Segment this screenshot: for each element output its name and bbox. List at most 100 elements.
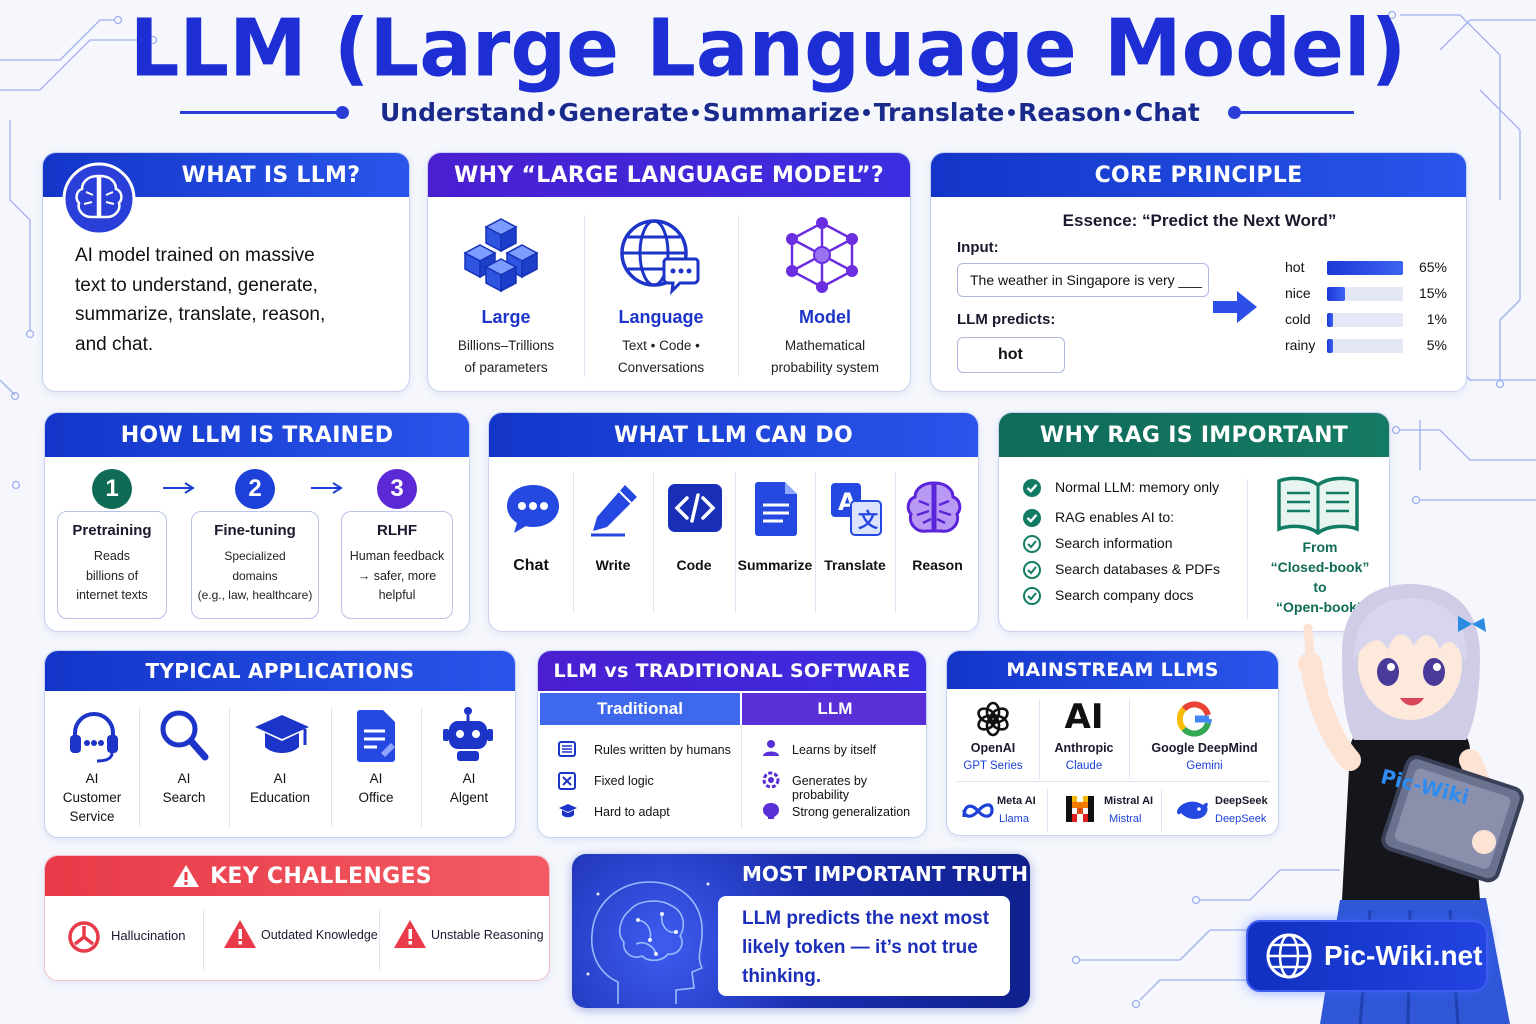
check-icon	[1023, 509, 1041, 527]
can-do-heading: WHAT LLM CAN DO	[489, 413, 978, 457]
hallucination-icon	[68, 921, 100, 953]
graduation-cap-icon	[255, 715, 309, 753]
traditional-point: Hard to adapt	[594, 805, 670, 819]
can-do-label: Write	[595, 557, 631, 573]
challenges-card: KEY CHALLENGES Hallucination Outdated Kn…	[44, 855, 550, 981]
subtitle-item: Generate	[558, 97, 689, 127]
why-item-title: Large	[481, 307, 531, 327]
essence-text: Essence: “Predict the Next Word”	[1062, 211, 1337, 230]
warning-icon	[173, 865, 200, 887]
llm-point: Strong generalization	[792, 805, 911, 819]
input-label: Input:	[957, 239, 999, 256]
model-sub: DeepSeek	[1215, 813, 1267, 825]
model-sub: Claude	[1065, 760, 1103, 772]
truth-text: LLM predicts the next most likely token …	[742, 904, 989, 991]
fixed-logic-icon	[558, 772, 576, 790]
truth-card: MOST IMPORTANT TRUTH LLM predicts the ne…	[572, 854, 1030, 1008]
predicts-label: LLM predicts:	[957, 311, 1056, 328]
site-name: Pic-Wiki.net	[1324, 940, 1483, 971]
application-line: Service	[69, 809, 115, 824]
core-principle-card: CORE PRINCIPLE Essence: “Predict the Nex…	[930, 152, 1467, 392]
step-title: Pretraining	[72, 522, 152, 539]
step-line: domains	[232, 568, 278, 583]
llm-point: Learns by itself	[792, 743, 877, 757]
probability-icon	[762, 771, 780, 789]
step-title: RLHF	[377, 522, 417, 539]
mainstream-heading: MAINSTREAM LLMS	[947, 651, 1278, 689]
step-line: → safer, more	[357, 568, 437, 583]
prediction-word: rainy	[1285, 337, 1316, 353]
arrow-right-icon	[163, 482, 195, 494]
warning-icon	[224, 920, 256, 948]
globe-chat-icon	[620, 219, 700, 295]
open-book-icon	[1277, 476, 1359, 535]
mistral-logo-icon	[1066, 796, 1094, 822]
site-badge[interactable]: Pic-Wiki.net	[1246, 920, 1488, 992]
core-principle-heading: CORE PRINCIPLE	[931, 153, 1466, 197]
chat-bubble-icon	[507, 485, 559, 533]
challenges-heading: KEY CHALLENGES	[210, 863, 432, 889]
google-logo-icon	[1177, 701, 1212, 737]
step-line: (e.g., law, healthcare)	[197, 588, 313, 602]
subtitle-dot-right	[1228, 106, 1241, 119]
application-line: Customer	[62, 790, 122, 805]
why-item-title: Language	[618, 307, 704, 327]
list-rules-icon	[558, 741, 576, 757]
challenges-heading-bar: KEY CHALLENGES	[45, 856, 549, 896]
what-is-line: and chat.	[75, 333, 154, 355]
subtitle-item: Understand	[380, 97, 545, 127]
anthropic-logo: AI	[1064, 697, 1104, 737]
step-number-badge: 1	[92, 469, 132, 509]
step-line: internet texts	[76, 588, 148, 602]
can-do-label: Translate	[824, 557, 886, 573]
pen-icon	[591, 485, 637, 537]
brain-icon	[906, 481, 962, 533]
subtitle-item: Reason	[1018, 97, 1122, 127]
book-line: “Closed-book”	[1270, 559, 1370, 575]
generalization-icon	[763, 803, 779, 819]
search-icon	[160, 710, 209, 761]
book-line: “Open-book”	[1276, 599, 1364, 615]
model-sub: Gemini	[1186, 760, 1223, 772]
rag-card: WHY RAG IS IMPORTANT From “Closed-book” …	[998, 412, 1390, 632]
subtitle-line-right	[1234, 111, 1354, 114]
prediction-word: nice	[1285, 285, 1311, 301]
step-number-badge: 2	[235, 469, 275, 509]
prediction-percent: 1%	[1426, 311, 1447, 327]
traditional-point: Rules written by humans	[594, 743, 731, 757]
step-desc: Specialized domains (e.g., law, healthcare…	[192, 547, 318, 606]
truth-line: thinking.	[742, 966, 822, 987]
prediction-bar-fill	[1327, 287, 1345, 301]
subtitle-capabilities: Understand Generate Summarize Translate …	[380, 96, 1200, 128]
what-is-line: text to understand, generate,	[75, 274, 318, 296]
challenge-item: Outdated Knowledge	[261, 928, 378, 942]
model-name: Mistral AI	[1104, 795, 1154, 807]
why-item-desc: Text • Code • Conversations	[584, 335, 738, 379]
office-document-icon	[357, 710, 395, 762]
why-item-line: Mathematical	[784, 338, 866, 353]
training-heading: HOW LLM IS TRAINED	[45, 413, 469, 457]
vs-heading: LLM vs TRADITIONAL SOFTWARE	[538, 651, 926, 691]
step-line: billions of	[85, 568, 139, 583]
step-line: Specialized	[224, 549, 286, 563]
application-line: Search	[162, 790, 206, 805]
model-sub: Llama	[999, 813, 1029, 825]
prediction-percent: 5%	[1426, 337, 1447, 353]
truth-line: likely token — it’s not true	[742, 937, 978, 958]
can-do-label: Summarize	[737, 557, 813, 573]
prediction-word: cold	[1285, 311, 1311, 327]
deepseek-whale-icon	[1177, 801, 1208, 819]
why-item-line: Conversations	[617, 360, 705, 375]
traditional-column-head: Traditional	[540, 693, 740, 725]
warning-icon	[394, 920, 426, 948]
why-item-line: Text • Code •	[622, 338, 700, 353]
can-do-label: Code	[676, 557, 712, 573]
input-example-field: The weather in Singapore is very ___	[957, 263, 1209, 297]
model-name: Meta AI	[997, 795, 1036, 807]
application-line: AI	[273, 771, 287, 786]
